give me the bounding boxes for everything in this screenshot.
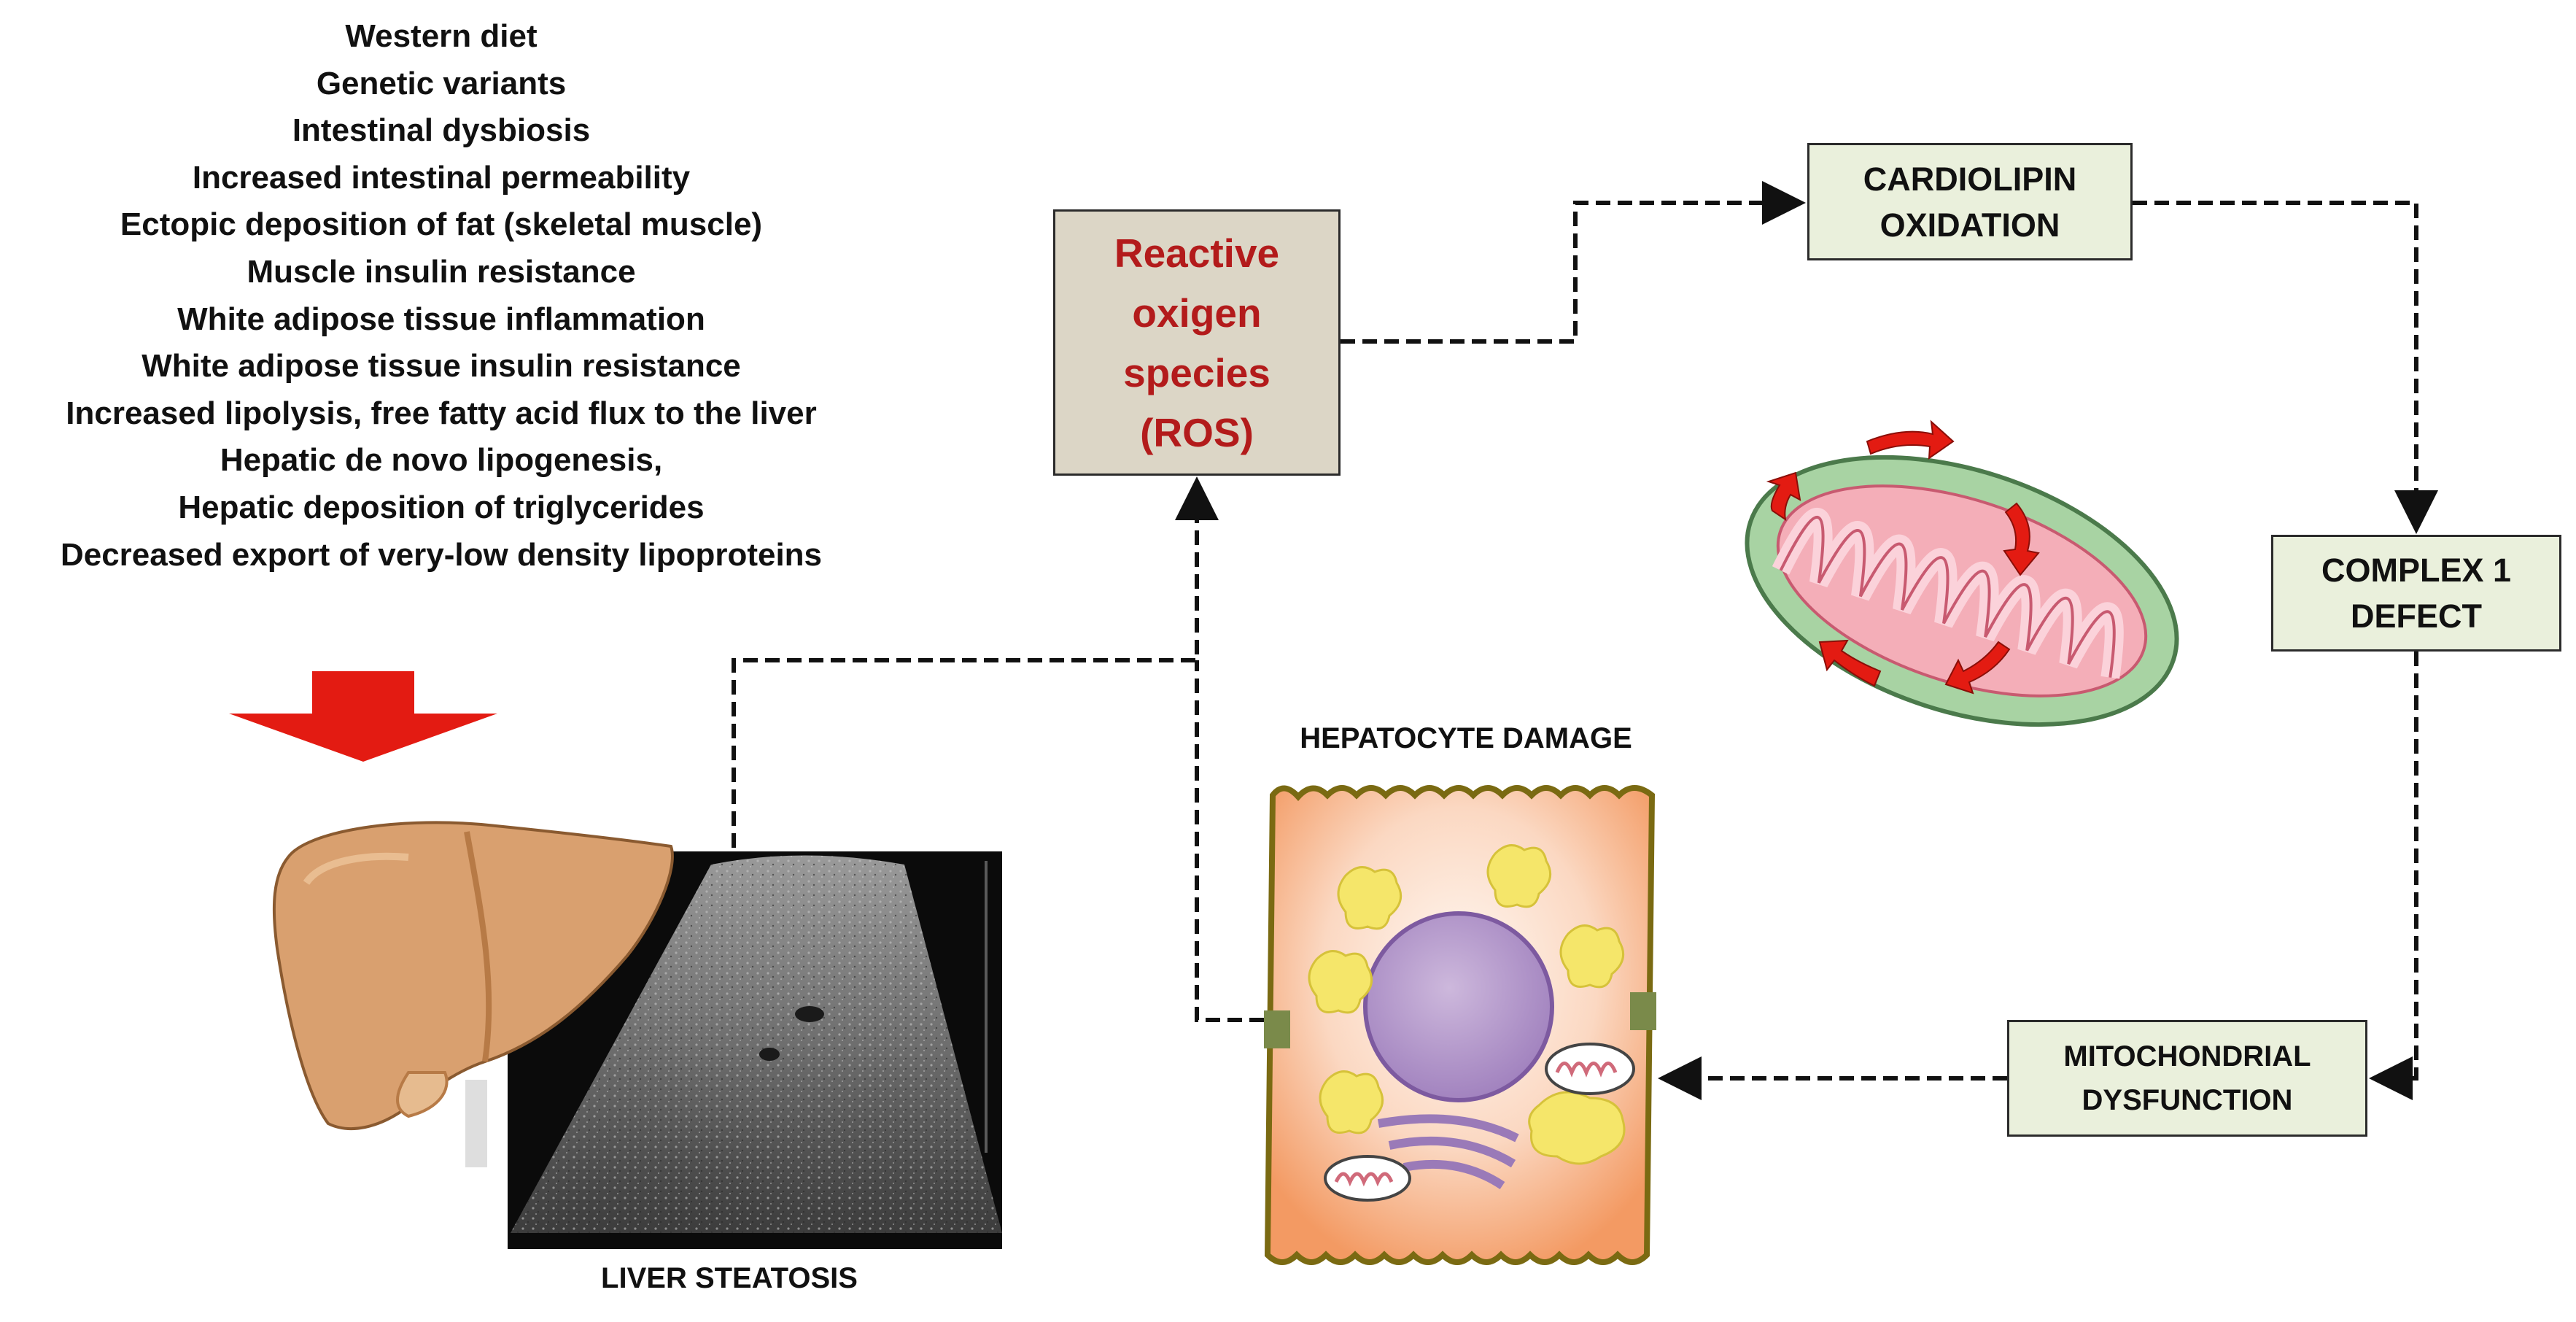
red-down-arrow: [229, 671, 497, 762]
arrow-complex1-to-mito-dysfunction: [2369, 652, 2418, 1100]
risk-factor-item: Intestinal dysbiosis: [292, 112, 591, 149]
risk-factor-item: Muscle insulin resistance: [247, 253, 636, 290]
risk-factor-item: Decreased export of very-low density lip…: [60, 536, 823, 573]
cardiolipin-oxidation-box: CARDIOLIPIN OXIDATION: [1807, 143, 2133, 260]
arrow-ros-to-cardiolipin: [1341, 181, 1806, 344]
red-cycle-arrows: [1766, 420, 2040, 695]
risk-factor-item: Ectopic deposition of fat (skeletal musc…: [120, 206, 763, 243]
risk-factor-item: Hepatic deposition of triglycerides: [178, 489, 705, 525]
arrow-liver-to-ros: [732, 476, 1219, 848]
risk-factor-item: Increased intestinal permeability: [192, 159, 691, 196]
arrow-hepatocyte-to-ros: [1195, 660, 1264, 1022]
risk-factor-item: Hepatic de novo lipogenesis,: [220, 442, 663, 479]
hepatocyte-cell: [1264, 785, 1656, 1265]
risk-factor-item: White adipose tissue inflammation: [177, 301, 705, 337]
liver-illustration: [272, 821, 674, 1130]
hepatocyte-damage-title: HEPATOCYTE DAMAGE: [1300, 722, 1632, 754]
risk-factor-item: Genetic variants: [316, 65, 567, 101]
mitochondrion-illustration: [1745, 455, 2179, 727]
complex1-defect-box: COMPLEX 1 DEFECT: [2271, 535, 2561, 652]
risk-factor-item: White adipose tissue insulin resistance: [141, 348, 741, 384]
arrow-cardiolipin-to-complex1: [2133, 201, 2438, 534]
ros-box: Reactive oxigen species (ROS): [1053, 209, 1341, 476]
risk-factor-item: Increased lipolysis, free fatty acid flu…: [66, 395, 817, 431]
mitochondrial-dysfunction-box: MITOCHONDRIAL DYSFUNCTION: [2007, 1020, 2367, 1137]
risk-factor-list: Western diet Genetic variants Intestinal…: [15, 13, 868, 579]
risk-factor-item: Western diet: [345, 18, 538, 54]
liver-steatosis-label: LIVER STEATOSIS: [601, 1262, 858, 1294]
